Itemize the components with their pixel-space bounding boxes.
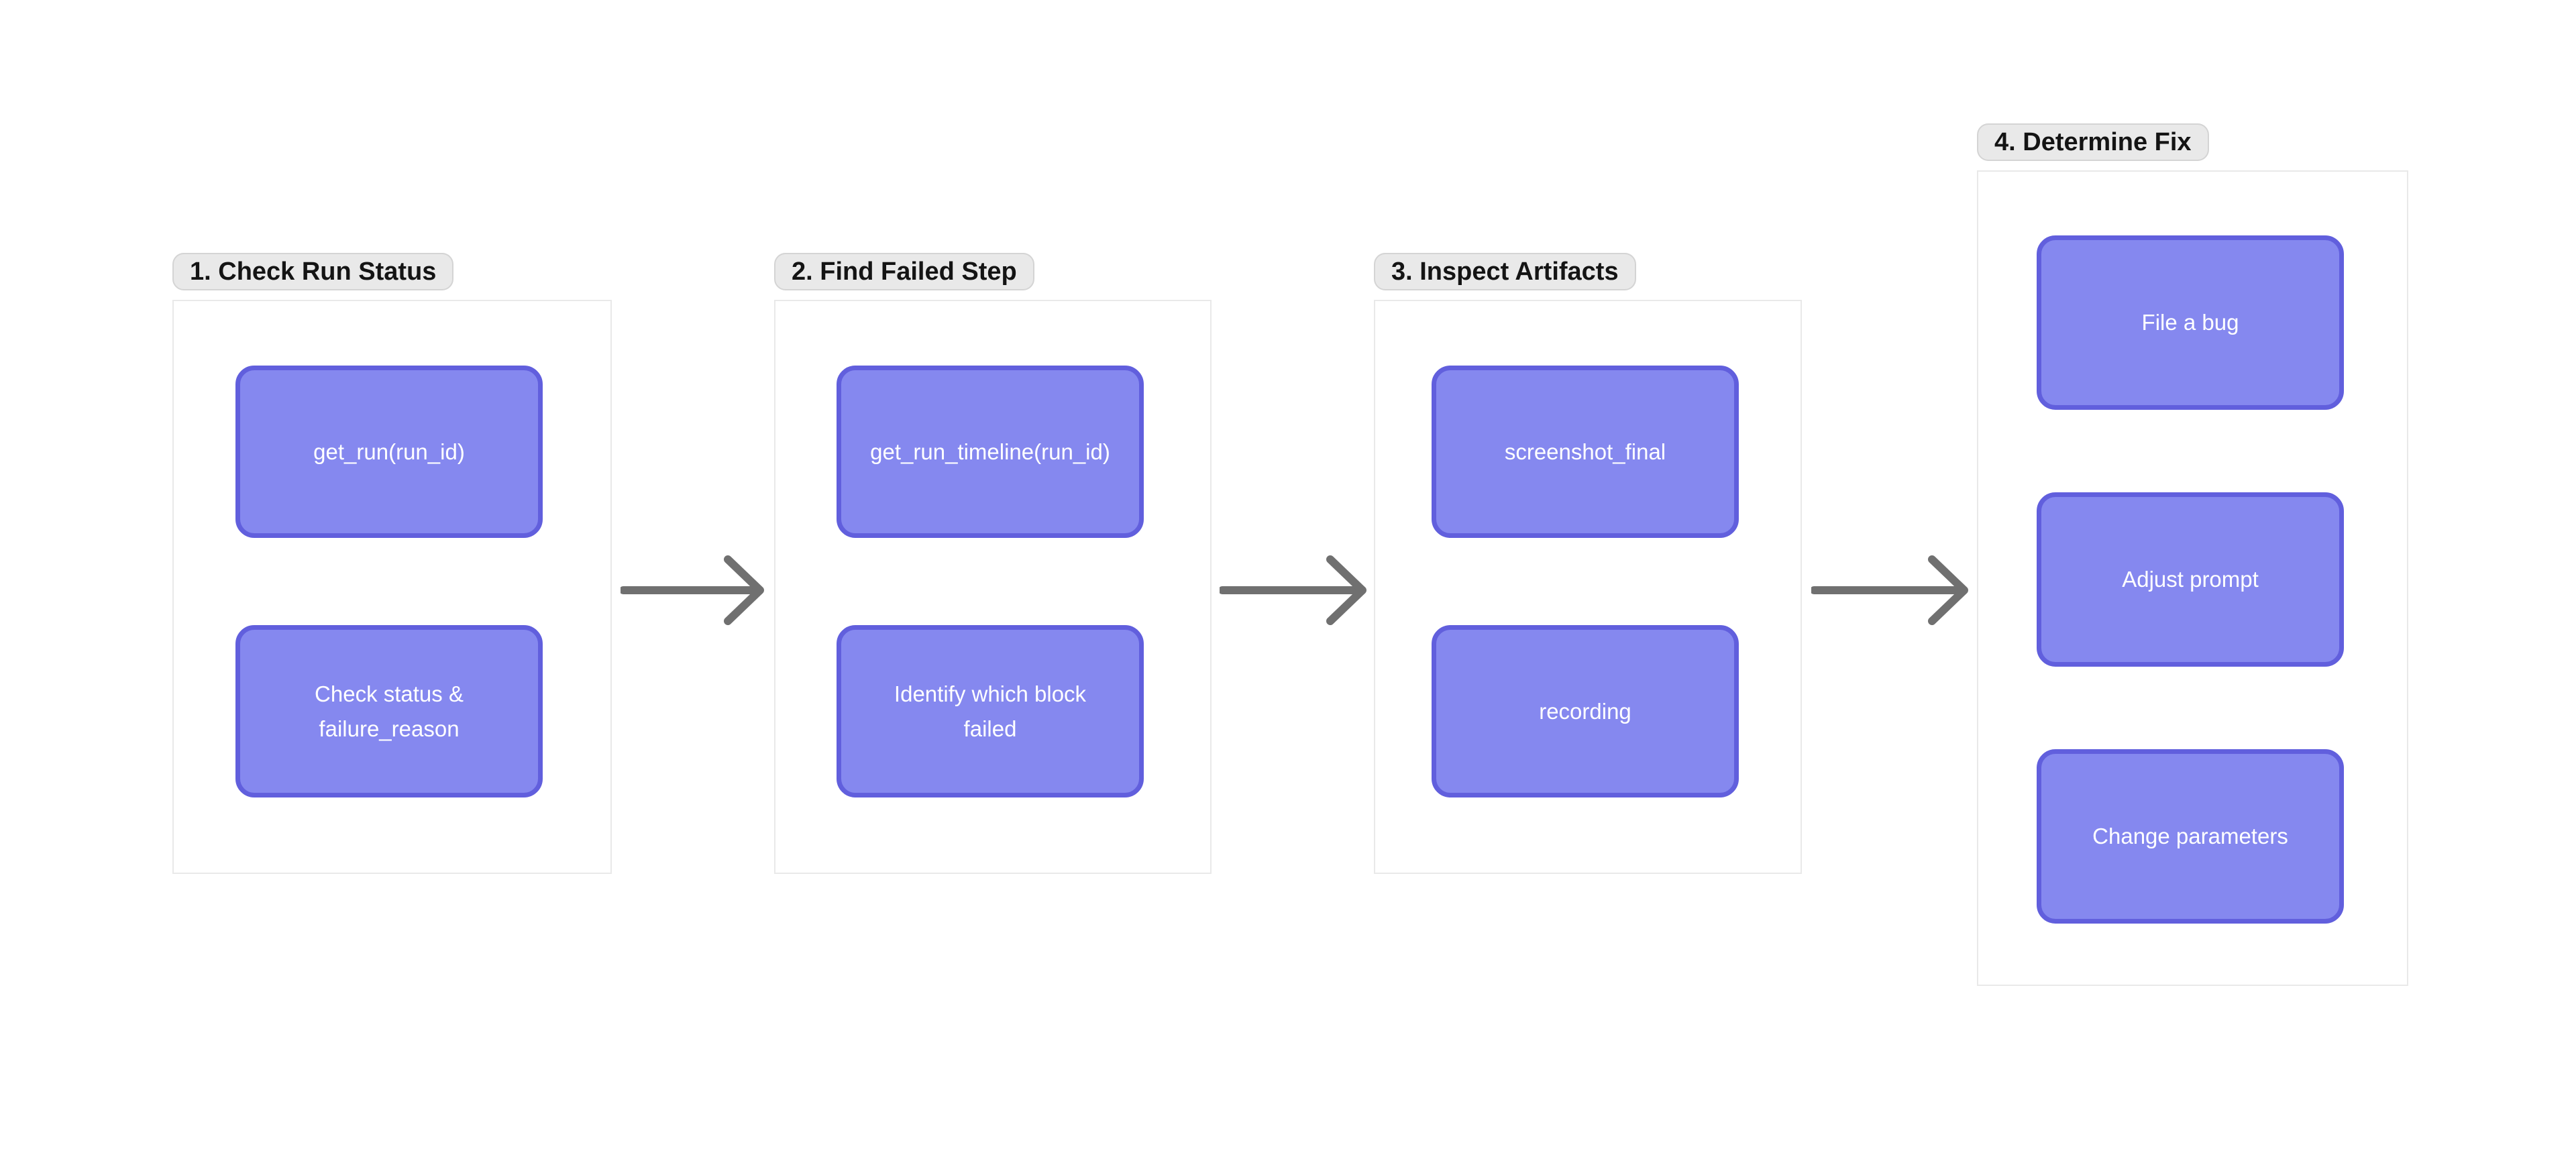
node-text: Check status & failure_reason — [315, 681, 464, 741]
node-recording[interactable]: recording — [1432, 625, 1739, 797]
group-frame-determine-fix[interactable]: File a bug Adjust prompt Change paramete… — [1977, 170, 2408, 986]
arrow-right-icon[interactable] — [621, 550, 765, 630]
node-get-run[interactable]: get_run(run_id) — [235, 366, 543, 538]
node-text: File a bug — [2141, 310, 2239, 335]
node-text: Change parameters — [2092, 824, 2288, 849]
arrow-right-icon[interactable] — [1220, 550, 1367, 630]
group-frame-inspect-artifacts[interactable]: screenshot_final recording — [1374, 300, 1802, 874]
group-label-text: 3. Inspect Artifacts — [1391, 257, 1619, 286]
group-label-check-run-status[interactable]: 1. Check Run Status — [172, 253, 454, 290]
group-frame-check-run-status[interactable]: get_run(run_id) Check status & failure_r… — [172, 300, 612, 874]
group-frame-find-failed-step[interactable]: get_run_timeline(run_id) Identify which … — [774, 300, 1212, 874]
node-text: recording — [1539, 698, 1631, 724]
node-file-a-bug[interactable]: File a bug — [2037, 235, 2344, 410]
group-label-inspect-artifacts[interactable]: 3. Inspect Artifacts — [1374, 253, 1636, 290]
group-label-text: 1. Check Run Status — [190, 257, 437, 286]
arrow-right-icon[interactable] — [1811, 550, 1969, 630]
node-check-status-failure-reason[interactable]: Check status & failure_reason — [235, 625, 543, 797]
node-change-parameters[interactable]: Change parameters — [2037, 749, 2344, 924]
group-label-determine-fix[interactable]: 4. Determine Fix — [1977, 123, 2209, 161]
group-label-text: 2. Find Failed Step — [792, 257, 1017, 286]
group-label-text: 4. Determine Fix — [1994, 127, 2192, 156]
node-adjust-prompt[interactable]: Adjust prompt — [2037, 492, 2344, 667]
node-text: Identify which block failed — [894, 681, 1087, 741]
node-screenshot-final[interactable]: screenshot_final — [1432, 366, 1739, 538]
node-text: get_run_timeline(run_id) — [870, 439, 1110, 464]
group-label-find-failed-step[interactable]: 2. Find Failed Step — [774, 253, 1034, 290]
node-text: screenshot_final — [1504, 439, 1666, 464]
node-get-run-timeline[interactable]: get_run_timeline(run_id) — [837, 366, 1144, 538]
node-text: get_run(run_id) — [313, 439, 465, 464]
node-identify-failed-block[interactable]: Identify which block failed — [837, 625, 1144, 797]
node-text: Adjust prompt — [2122, 567, 2259, 592]
